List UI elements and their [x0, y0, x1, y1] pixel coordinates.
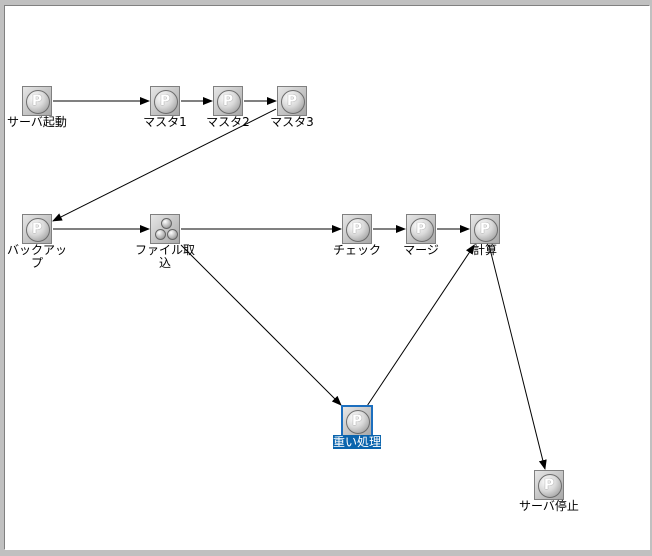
- p-circle-icon: P: [342, 214, 372, 244]
- p-circle-icon: P: [406, 214, 436, 244]
- node-label: マスタ2: [206, 115, 250, 129]
- node-label: マスタ3: [270, 115, 314, 129]
- p-circle-icon: P: [150, 86, 180, 116]
- p-circle-icon: P: [534, 470, 564, 500]
- p-circle-icon: P: [22, 214, 52, 244]
- workflow-canvas[interactable]: [4, 5, 650, 550]
- p-circle-icon: P: [22, 86, 52, 116]
- p-circle-icon: P: [470, 214, 500, 244]
- p-circle-icon: P: [277, 86, 307, 116]
- p-circle-icon: P: [341, 405, 373, 437]
- node-file-import[interactable]: ファイル取 込: [135, 214, 195, 270]
- node-label: チェック: [332, 243, 381, 257]
- node-label: バックアッ プ: [6, 243, 67, 270]
- node-label: サーバ起動: [7, 115, 67, 129]
- node-label: マスタ1: [143, 115, 187, 129]
- p-circle-icon: P: [213, 86, 243, 116]
- node-label: マージ: [403, 243, 439, 257]
- node-label: 重い処理: [332, 435, 381, 449]
- node-label: 計算: [472, 243, 497, 257]
- branch-dots-icon: [150, 214, 180, 244]
- node-label: サーバ停止: [519, 499, 579, 513]
- node-label: ファイル取 込: [134, 243, 195, 270]
